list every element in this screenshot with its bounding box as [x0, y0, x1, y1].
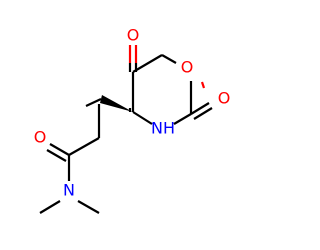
bond-c2-o-double	[190, 102, 210, 115]
bond-c5-c6	[132, 54, 163, 73]
atom-ring-oxygen: O	[181, 58, 194, 77]
bond-o1-c2	[200, 81, 206, 89]
bond-n3-c4	[132, 111, 153, 125]
atom-ring-nitrogen: NH	[151, 119, 175, 138]
bond-chain-3	[68, 137, 100, 156]
stereo-wedge-bond	[100, 95, 133, 112]
atom-amide-oxygen: O	[34, 128, 47, 147]
atom-ketone-oxygen: O	[127, 26, 140, 45]
bond-c2-n3	[173, 113, 192, 125]
molecule-canvas: O O O NH O N	[33, 25, 231, 214]
molecule-structure: O O O NH O N	[34, 26, 231, 214]
bond-n-me-left	[39, 200, 61, 214]
bond-c6-o1	[161, 54, 177, 64]
bond-amide-co	[49, 143, 70, 156]
atom-amide-nitrogen: N	[63, 181, 75, 200]
bond-chain-1	[85, 98, 102, 107]
bond-c2-o-double-2	[193, 107, 213, 120]
bond-n-me-right	[77, 200, 100, 214]
atom-carbonyl-oxygen: O	[218, 89, 231, 108]
bond-amide-co-2	[46, 149, 67, 162]
